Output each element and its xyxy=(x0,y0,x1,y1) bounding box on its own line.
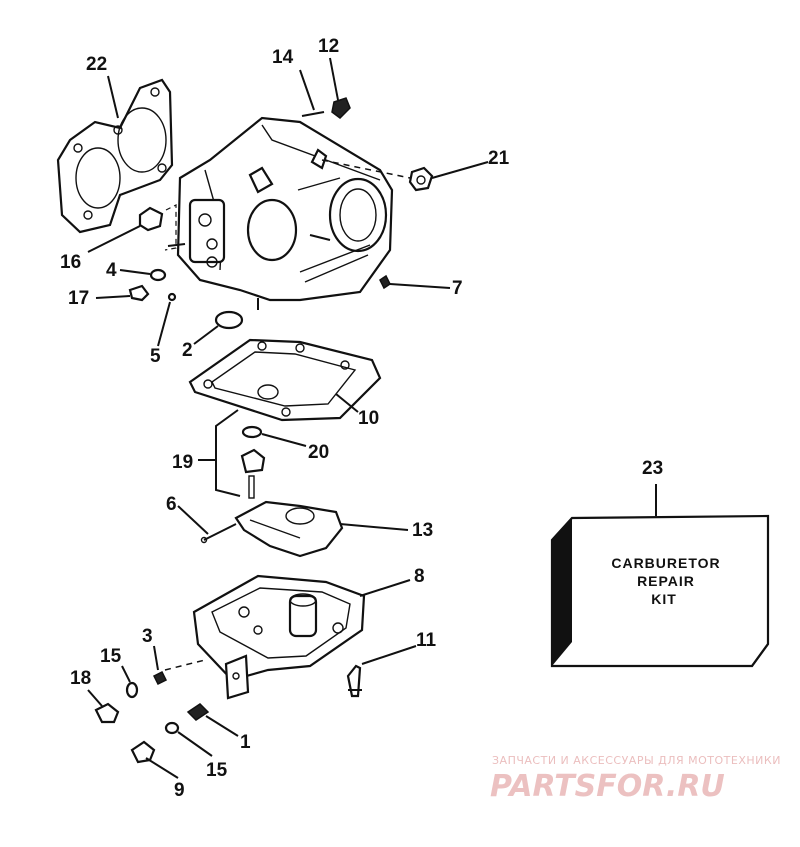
callout-8: 8 xyxy=(414,566,425,587)
callout-19: 19 xyxy=(172,452,193,473)
disc-part-2 xyxy=(214,310,244,330)
kit-label-line-1: CARBURETOR xyxy=(611,555,720,571)
callout-21: 21 xyxy=(488,148,510,169)
washer-part-15-upper xyxy=(125,681,139,699)
leader-lines xyxy=(87,57,657,779)
callout-7: 7 xyxy=(452,278,463,299)
screw-part-17 xyxy=(128,284,150,302)
callout-9: 9 xyxy=(174,780,185,801)
float-bowl-part-8 xyxy=(192,574,366,700)
callout-11: 11 xyxy=(416,630,437,651)
repair-kit-box-part-23 xyxy=(550,514,770,668)
callout-6: 6 xyxy=(166,494,177,515)
watermark-brand: PARTSFOR.RU xyxy=(490,769,725,804)
callout-12: 12 xyxy=(318,36,339,57)
callout-15-lower: 15 xyxy=(206,760,228,781)
callout-22: 22 xyxy=(86,54,107,75)
needle-seat-part-19 xyxy=(240,448,266,499)
pin-part-14 xyxy=(301,111,325,117)
callout-13: 13 xyxy=(412,520,433,541)
callout-5: 5 xyxy=(150,346,161,367)
callout-15-upper: 15 xyxy=(100,646,122,667)
kit-label-line-2: REPAIR xyxy=(637,573,695,589)
watermark: ЗАПЧАСТИ И АКСЕССУАРЫ ДЛЯ МОТОТЕХНИКИ PA… xyxy=(490,754,781,804)
callout-23: 23 xyxy=(642,458,663,479)
callout-17: 17 xyxy=(68,288,89,309)
washer-part-3 xyxy=(152,670,168,686)
jet-part-1 xyxy=(186,703,210,721)
washer-part-4 xyxy=(149,268,167,282)
callout-1: 1 xyxy=(240,732,251,753)
plug-part-16 xyxy=(138,206,164,232)
callout-4: 4 xyxy=(106,260,117,281)
screw-part-11 xyxy=(346,664,362,698)
callout-14: 14 xyxy=(272,47,294,68)
carburetor-body xyxy=(167,116,394,310)
pin-part-6 xyxy=(200,523,237,544)
screw-part-12 xyxy=(331,97,351,119)
callout-20: 20 xyxy=(308,442,329,463)
callout-10: 10 xyxy=(358,408,379,429)
plug-part-9 xyxy=(130,740,156,764)
washer-part-20 xyxy=(241,425,263,439)
kit-label-line-3: KIT xyxy=(651,591,677,607)
plug-part-7 xyxy=(379,274,391,290)
flange-gasket-part-22 xyxy=(56,78,174,234)
callout-2: 2 xyxy=(182,340,193,361)
nut-part-21 xyxy=(408,166,434,192)
callout-18: 18 xyxy=(70,668,91,689)
float-part-13 xyxy=(234,500,344,558)
repair-kit-label: CARBURETOR REPAIR KIT xyxy=(611,555,720,607)
callout-labels: 22 14 12 21 16 4 17 7 5 2 10 20 19 6 13 … xyxy=(60,36,663,801)
washer-part-15-lower xyxy=(164,721,180,735)
watermark-tagline: ЗАПЧАСТИ И АКСЕССУАРЫ ДЛЯ МОТОТЕХНИКИ xyxy=(492,754,781,767)
bowl-gasket-part-10 xyxy=(188,338,382,422)
ball-part-5 xyxy=(167,292,177,302)
callout-3: 3 xyxy=(142,626,153,647)
plug-part-18 xyxy=(94,702,120,724)
callout-16: 16 xyxy=(60,252,81,273)
